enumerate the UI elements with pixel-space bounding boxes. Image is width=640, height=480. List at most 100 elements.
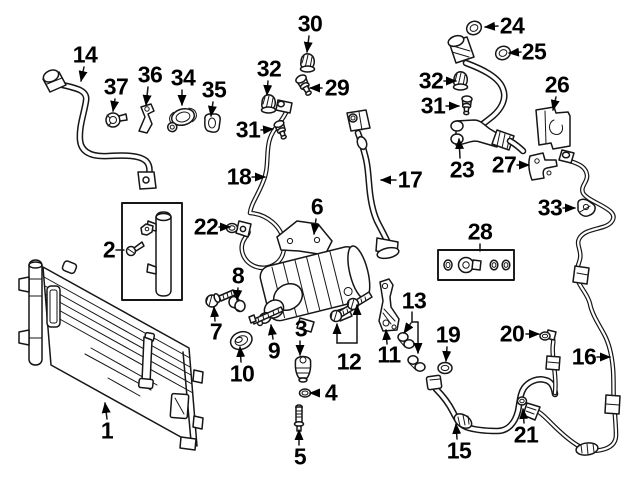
callout-label-12: 12 <box>336 348 362 375</box>
callout-label-24: 24 <box>499 12 525 39</box>
callout-label-15: 15 <box>446 437 472 464</box>
callout-label-23: 23 <box>449 156 475 183</box>
part-condenser <box>18 259 204 451</box>
callout-label-30: 30 <box>297 10 323 37</box>
callout-arrow-21 <box>519 408 529 424</box>
part-oring-22 <box>225 222 239 234</box>
part-hose-14 <box>42 69 157 190</box>
callout-label-8: 8 <box>231 262 245 289</box>
condenser-bracket-center <box>141 336 153 385</box>
callout-label-35: 35 <box>201 76 227 103</box>
callout-arrow-1 <box>101 402 111 420</box>
callout-label-17: 17 <box>397 166 423 193</box>
callout-label-11: 11 <box>377 341 401 368</box>
part-pipe-16 <box>537 149 621 456</box>
callout-arrow-14 <box>78 66 88 82</box>
part-valve-31-left <box>273 119 287 140</box>
condenser-core <box>42 266 198 447</box>
part-valve-kit-box <box>437 249 515 281</box>
callout-label-10: 10 <box>229 360 255 387</box>
part-oring-24 <box>465 20 483 36</box>
callout-label-26: 26 <box>544 71 570 98</box>
callout-label-2: 2 <box>102 236 116 263</box>
part-cap-30 <box>299 53 316 73</box>
callout-arrow-13 <box>403 322 414 334</box>
callout-label-1: 1 <box>100 417 114 444</box>
callout-arrow-35 <box>207 101 217 117</box>
callout-label-9: 9 <box>267 337 281 364</box>
part-sensor-37 <box>105 112 128 128</box>
callout-label-34: 34 <box>170 64 196 91</box>
condenser-left-tank <box>28 259 43 366</box>
callout-arrow-25 <box>508 47 522 57</box>
drier-clip <box>140 223 154 236</box>
callout-arrow-9 <box>267 324 277 340</box>
part-clamp-34 <box>167 107 197 133</box>
callout-arrow-11 <box>382 329 392 345</box>
callout-arrow-6 <box>310 218 320 235</box>
callout-label-7: 7 <box>209 318 223 345</box>
callout-arrow-30 <box>303 35 313 53</box>
callout-label-33: 33 <box>537 194 563 221</box>
part-valve-core-5 <box>293 404 305 432</box>
callout-label-25: 25 <box>521 38 547 65</box>
callout-arrow-24 <box>484 21 499 31</box>
callout-arrow-32 <box>263 80 273 96</box>
callout-label-4: 4 <box>324 379 338 406</box>
condenser-bracket-left <box>46 285 61 328</box>
part-bracket-26 <box>535 106 571 150</box>
callout-label-32: 32 <box>256 55 282 82</box>
callout-arrow-31 <box>260 125 274 135</box>
callout-label-5: 5 <box>293 443 307 470</box>
part-hose-17 <box>346 109 400 260</box>
part-grommet-35 <box>204 113 221 133</box>
callout-arrow-36 <box>142 86 152 106</box>
callout-arrow-8 <box>233 287 243 301</box>
part-clip-33 <box>577 198 596 217</box>
part-hose-23-assembly <box>447 34 523 151</box>
callout-label-18: 18 <box>226 163 252 190</box>
part-nut-8 <box>228 295 246 313</box>
part-bracket-11 <box>378 278 400 332</box>
callout-arrow-23 <box>455 138 465 159</box>
callout-label-13: 13 <box>401 287 427 314</box>
callout-arrow-37 <box>110 98 120 112</box>
callout-arrow-7 <box>210 306 220 322</box>
callout-label-19: 19 <box>435 321 461 348</box>
callout-label-32: 32 <box>418 67 444 94</box>
drier-cartridge <box>155 211 172 297</box>
callout-arrows <box>78 21 611 446</box>
part-bracket-27 <box>528 152 558 181</box>
callout-arrow-19 <box>442 346 452 362</box>
part-oring-4 <box>298 388 312 398</box>
part-oring-20 <box>539 331 551 341</box>
callout-label-27: 27 <box>491 151 517 178</box>
part-oring-19 <box>437 361 453 375</box>
part-cap-32-left <box>260 94 277 114</box>
callout-label-22: 22 <box>193 213 219 240</box>
part-cap-32-right <box>452 71 469 91</box>
part-grommet-10 <box>229 330 253 351</box>
callout-label-31: 31 <box>235 116 261 143</box>
callout-label-3: 3 <box>294 315 308 342</box>
callout-arrow-26 <box>550 96 560 111</box>
callout-arrow-10 <box>236 346 246 363</box>
callout-label-29: 29 <box>324 74 350 101</box>
part-bracket-36 <box>138 103 155 134</box>
callout-arrow-15 <box>452 423 462 440</box>
callout-label-36: 36 <box>137 61 163 88</box>
part-stud-9 <box>248 306 284 325</box>
part-bushings-13 <box>397 332 426 372</box>
part-valve-31-right <box>461 95 473 116</box>
part-valve-3 <box>294 355 312 383</box>
callout-label-16: 16 <box>571 343 597 370</box>
part-valve-29 <box>295 74 312 96</box>
callout-label-21: 21 <box>513 421 539 448</box>
callout-label-31: 31 <box>420 92 446 119</box>
callout-label-6: 6 <box>310 193 324 220</box>
callout-label-14: 14 <box>72 41 98 68</box>
callout-label-37: 37 <box>103 73 129 100</box>
part-drier-kit-box <box>121 202 183 301</box>
